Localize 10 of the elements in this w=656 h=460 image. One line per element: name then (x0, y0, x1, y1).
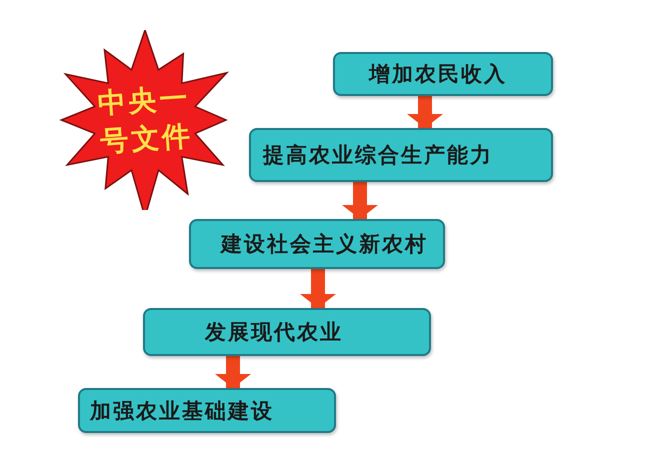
process-box: 增加农民收入 (333, 52, 553, 96)
process-box: 建设社会主义新农村 (189, 219, 445, 269)
block-arrow (407, 96, 443, 128)
starburst-text: 中央一号文件 (96, 80, 194, 160)
process-box: 加强农业基础建设 (78, 388, 336, 433)
block-arrow (342, 182, 378, 219)
block-arrow (215, 356, 251, 388)
process-box: 提高农业综合生产能力 (249, 128, 553, 182)
process-box: 发展现代农业 (143, 308, 431, 356)
block-arrow (300, 269, 336, 308)
